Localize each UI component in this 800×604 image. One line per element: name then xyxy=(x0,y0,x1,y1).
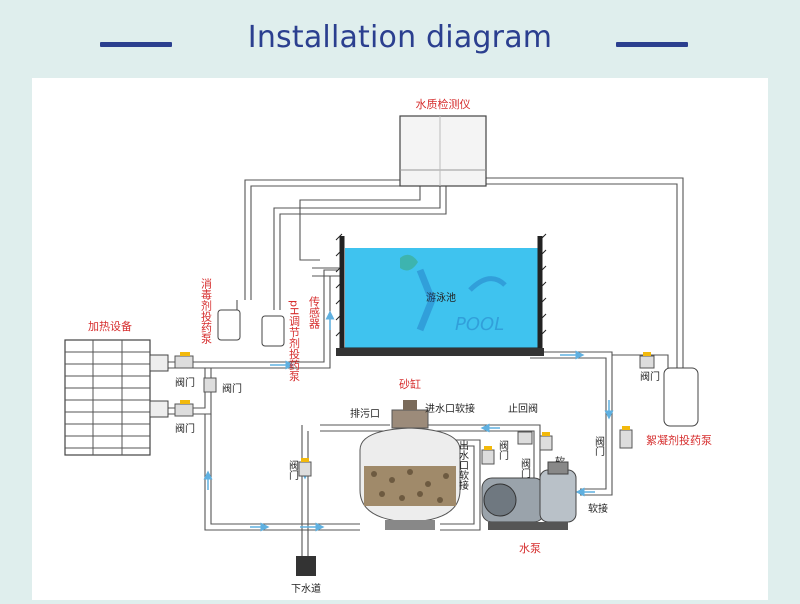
sand-filter-label: 砂缸 xyxy=(399,377,421,391)
heater-valve-bottom xyxy=(174,400,194,417)
return-valve-label: 阀门 xyxy=(222,382,242,395)
disinfectant-tank xyxy=(217,309,241,341)
drain-valve-label: 阀门 xyxy=(287,459,299,481)
title-decoration-right xyxy=(616,42,688,47)
brand-logo-watermark: POOL xyxy=(400,254,507,335)
right-return-valve xyxy=(619,426,633,449)
pump-inlet-valve xyxy=(539,432,553,451)
sewer-label: 下水道 xyxy=(291,582,321,595)
pool-label: 游泳池 xyxy=(426,291,456,304)
sensor-label: 传感器 xyxy=(308,296,321,330)
flocculant-pump-label: 絮凝剂投药泵 xyxy=(646,433,712,447)
heater xyxy=(64,339,169,456)
swimming-pool xyxy=(335,233,547,356)
diagram-panel: 水质检测仪 游泳池 POOL xyxy=(32,78,768,600)
return-valve xyxy=(203,377,217,393)
drain-outlet-label: 排污口 xyxy=(350,407,380,420)
pump-outlet-hose-label: 软接 xyxy=(588,502,608,515)
ph-tank xyxy=(261,315,285,347)
water-quality-monitor-label: 水质检测仪 xyxy=(416,97,471,111)
outlet-valve-label: 阀门 xyxy=(497,439,509,461)
drain-valve xyxy=(298,458,312,477)
flocculant-valve-label: 阀门 xyxy=(640,370,660,383)
heater-valve-top-label: 阀门 xyxy=(175,376,195,389)
heater-label: 加热设备 xyxy=(88,319,132,333)
heater-valve-bottom-label: 阀门 xyxy=(175,422,195,435)
sand-filter xyxy=(359,400,461,530)
flow-arrows xyxy=(203,310,614,532)
water-pump xyxy=(481,461,577,530)
water-quality-monitor xyxy=(399,115,487,187)
disinfectant-pump-label: 消毒剂投药泵 xyxy=(200,277,213,344)
right-return-valve-label: 阀门 xyxy=(593,435,605,457)
outlet-hose-label: 出水口软接 xyxy=(457,439,469,491)
flocculant-valve xyxy=(639,352,655,369)
ph-pump-label: pH调节剂投药泵 xyxy=(288,300,301,381)
page-title: Installation diagram xyxy=(247,20,553,55)
inlet-hose-label: 进水口软接 xyxy=(425,402,475,415)
installation-diagram: 水质检测仪 游泳池 POOL xyxy=(64,97,712,595)
flocculant-tank xyxy=(663,367,699,427)
header: Installation diagram xyxy=(0,0,800,78)
outlet-valve xyxy=(481,446,495,465)
pump-inlet-valve-label: 阀门 xyxy=(519,457,531,479)
title-decoration-left xyxy=(100,42,172,47)
check-valve-label: 止回阀 xyxy=(508,402,538,415)
water-pump-label: 水泵 xyxy=(519,542,541,555)
sewer xyxy=(296,556,316,576)
heater-valve-top xyxy=(174,352,194,369)
check-valve xyxy=(517,431,533,445)
logo-text: POOL xyxy=(455,314,504,335)
